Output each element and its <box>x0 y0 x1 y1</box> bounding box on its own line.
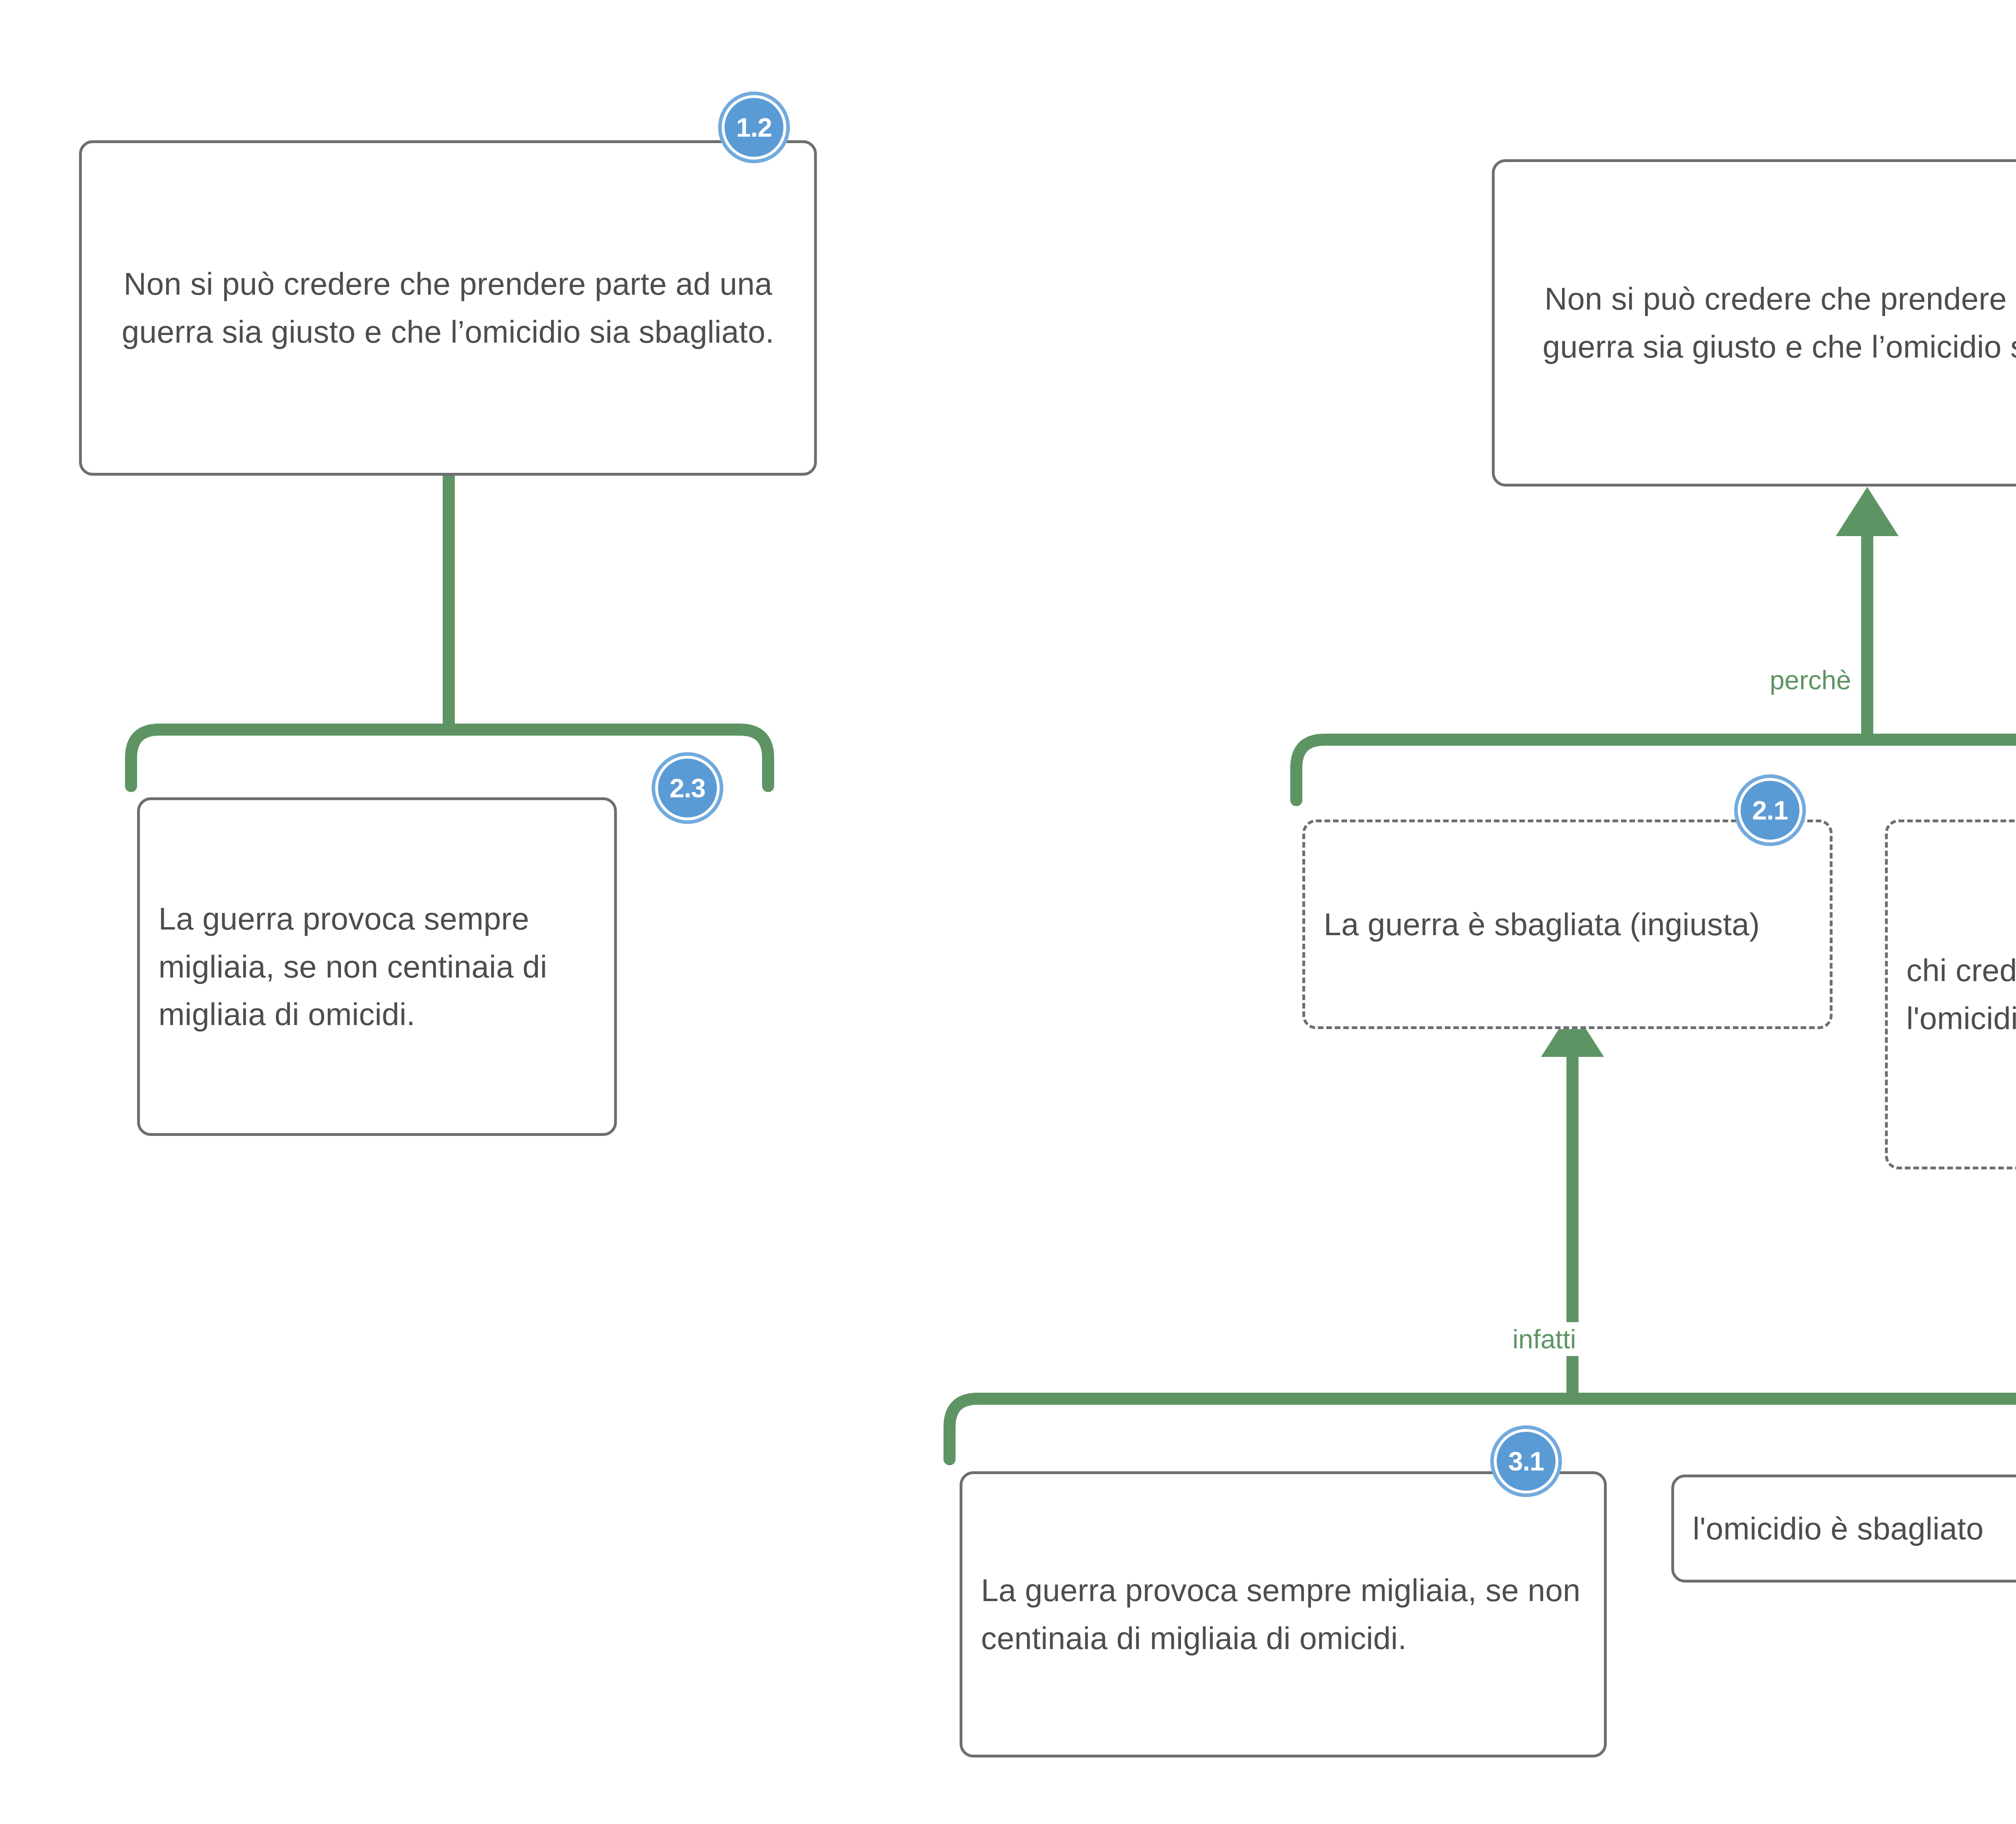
connector-perche-21-22-to-11 <box>1290 487 2016 806</box>
node-3-2-text: l'omicidio è sbagliato <box>1693 1510 1984 1546</box>
node-2-1[interactable]: La guerra è sbagliata (ingiusta) <box>1302 819 1833 1029</box>
relation-label-perche: perchè <box>1762 663 1858 697</box>
node-2-3-text: La guerra provoca sempre migliaia, se no… <box>158 901 548 1032</box>
node-1-2[interactable]: Non si può credere che prendere parte ad… <box>79 140 817 476</box>
relation-label-infatti: infatti <box>1505 1322 1583 1356</box>
node-1-1-text: Non si può credere che prendere parte ad… <box>1542 281 2016 364</box>
node-1-1[interactable]: Non si può credere che prendere parte ad… <box>1492 159 2016 487</box>
bracket-over-31-32 <box>943 1393 2016 1465</box>
arrowhead-perche <box>1836 487 1899 536</box>
node-3-1[interactable]: La guerra provoca sempre migliaia, se no… <box>960 1471 1607 1757</box>
node-1-2-text: Non si può credere che prendere parte ad… <box>121 266 775 349</box>
node-2-2-text: chi crede che la guerra è giusta e l'omi… <box>1906 953 2016 1036</box>
badge-2-1[interactable]: 2.1 <box>1738 778 1802 842</box>
connector-left-12-23 <box>125 476 774 792</box>
node-2-3[interactable]: La guerra provoca sempre migliaia, se no… <box>137 797 617 1136</box>
node-3-2[interactable]: l'omicidio è sbagliato <box>1671 1475 2016 1583</box>
badge-2-3[interactable]: 2.3 <box>655 756 720 820</box>
badge-3-1[interactable]: 3.1 <box>1494 1429 1558 1493</box>
badge-1-2[interactable]: 1.2 <box>722 95 786 160</box>
connector-infatti-31-32-to-21 <box>943 1008 2016 1465</box>
bracket-over-21-22 <box>1290 734 2016 806</box>
node-2-1-text: La guerra è sbagliata (ingiusta) <box>1324 906 1760 942</box>
node-3-1-text: La guerra provoca sempre migliaia, se no… <box>981 1572 1581 1656</box>
node-2-2[interactable]: chi crede che la guerra è giusta e l'omi… <box>1885 819 2016 1169</box>
